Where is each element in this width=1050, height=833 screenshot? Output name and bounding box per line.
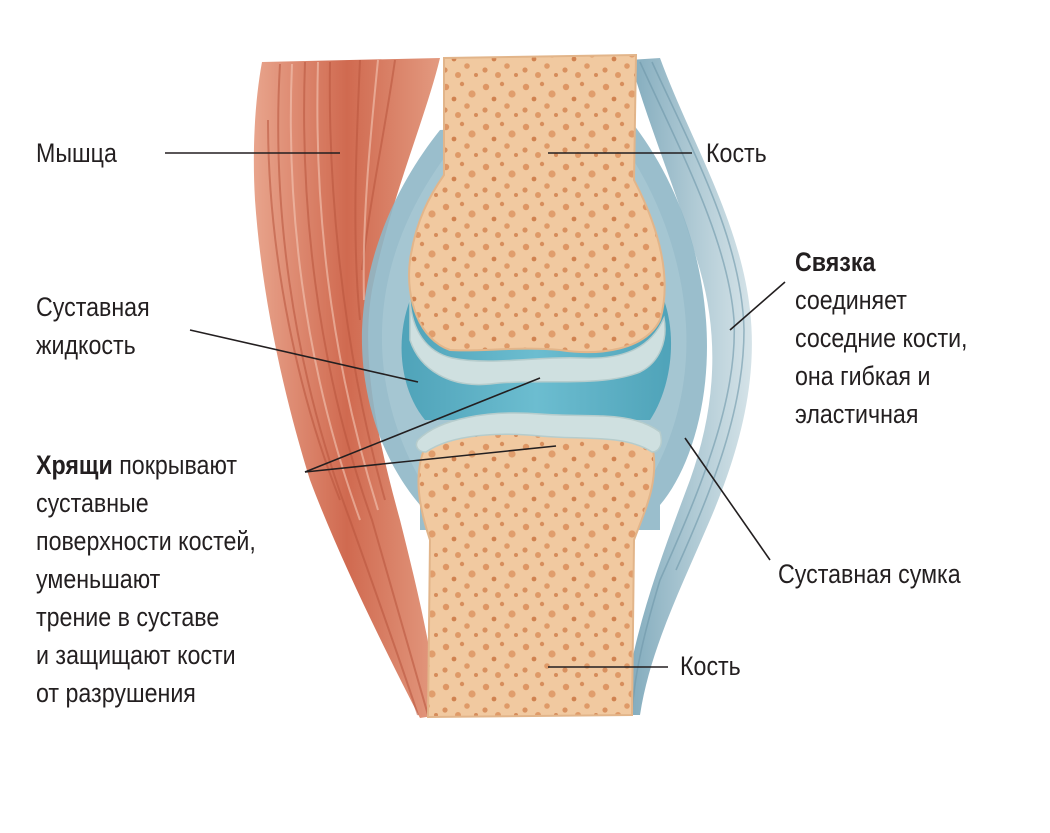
cartilage-upper (409, 299, 666, 386)
cartilage-lower (415, 412, 663, 453)
leader-cartilage-1 (304, 377, 541, 473)
label-bone-top: Кость (706, 138, 767, 168)
label-joint-capsule: Суставная сумка (778, 559, 961, 589)
ligament (624, 58, 752, 715)
muscle (253, 58, 440, 718)
leader-capsule (684, 437, 771, 561)
label-ligament-title: Связка (795, 247, 876, 277)
label-synovial-fluid: Суставная жидкость (36, 292, 150, 360)
leader-synovial-fluid (189, 329, 419, 383)
label-muscle: Мышца (36, 138, 117, 168)
label-bone-bottom: Кость (680, 651, 741, 681)
leader-cartilage-2 (304, 445, 557, 473)
label-ligament: Связка соединяет соседние кости, она гиб… (795, 243, 968, 433)
leader-lines (165, 152, 786, 668)
bone-upper (408, 53, 666, 386)
leader-ligament (729, 281, 786, 331)
label-cartilage: Хрящи покрывают суставные поверхности ко… (36, 450, 256, 708)
label-cartilage-title: Хрящи (36, 450, 113, 480)
bone-lower (415, 412, 663, 719)
